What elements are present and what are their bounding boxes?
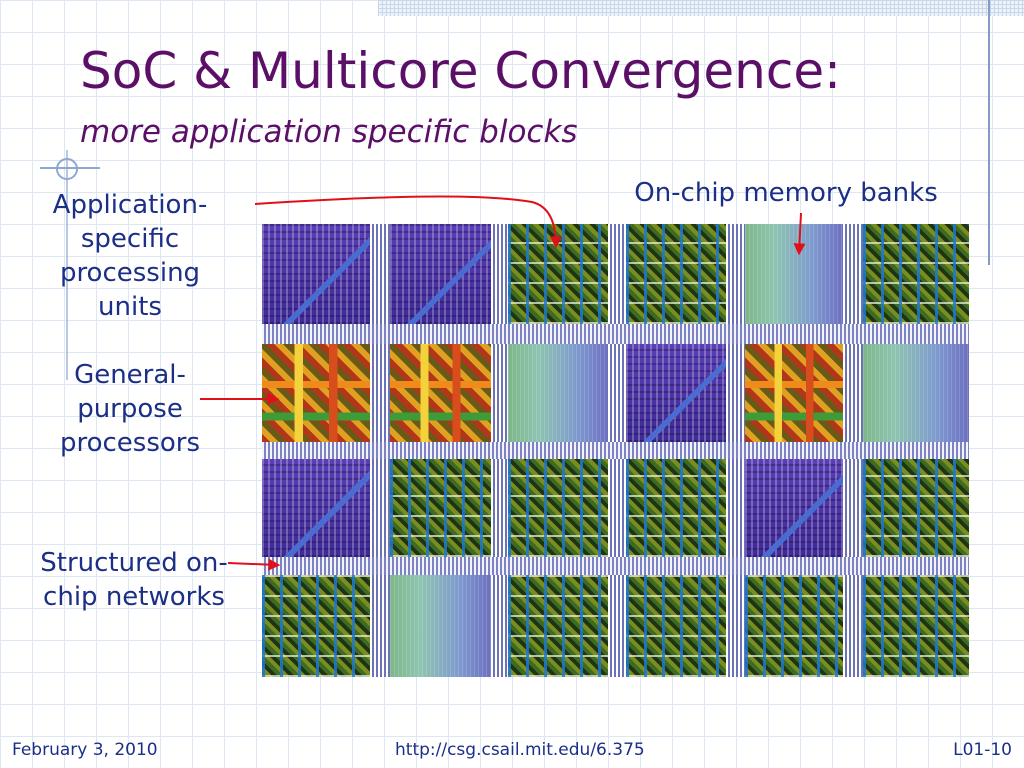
application-specific-unit-tile [626, 344, 726, 442]
memory-bank-tile [863, 344, 969, 442]
application-specific-unit-tile [390, 224, 491, 324]
footer-date: February 3, 2010 [12, 740, 158, 760]
label-on-chip-networks: Structured on- chip networks [40, 548, 228, 612]
processing-block-tile [262, 575, 370, 677]
network-link-horizontal [262, 324, 969, 344]
application-specific-unit-tile [262, 459, 370, 557]
application-specific-unit-tile [262, 224, 370, 324]
processing-block-tile [508, 575, 608, 677]
memory-bank-tile [508, 344, 608, 442]
right-accent-line [988, 0, 990, 265]
processing-block-tile [626, 575, 726, 677]
label-memory-banks: On-chip memory banks [634, 178, 938, 208]
processing-block-tile [390, 459, 491, 557]
general-purpose-processor-tile [262, 344, 370, 442]
processing-block-tile [626, 459, 726, 557]
general-purpose-processor-tile [745, 344, 843, 442]
multicore-chip-diagram [262, 224, 969, 677]
processing-block-tile [626, 224, 726, 324]
processing-block-tile [863, 575, 969, 677]
network-link-horizontal [262, 442, 969, 459]
footer-url[interactable]: http://csg.csail.mit.edu/6.375 [395, 740, 645, 760]
left-accent-line [66, 150, 68, 380]
footer-slide-number: L01-10 [953, 740, 1012, 760]
processing-block-tile [508, 224, 608, 324]
processing-block-tile [745, 575, 843, 677]
processing-block-tile [508, 459, 608, 557]
network-link-horizontal [262, 557, 969, 575]
application-specific-unit-tile [745, 459, 843, 557]
label-application-specific-units: Application- specific processing units [52, 190, 208, 322]
memory-bank-tile [390, 575, 491, 677]
label-general-purpose-processors: General- purpose processors [59, 360, 201, 458]
processing-block-tile [863, 224, 969, 324]
slide-subtitle: more application specific blocks [80, 114, 578, 150]
general-purpose-processor-tile [390, 344, 491, 442]
memory-bank-tile [745, 224, 843, 324]
processing-block-tile [863, 459, 969, 557]
header-decoration [378, 0, 1024, 16]
slide-title: SoC & Multicore Convergence: [80, 42, 841, 100]
crosshair-circle [56, 158, 78, 180]
